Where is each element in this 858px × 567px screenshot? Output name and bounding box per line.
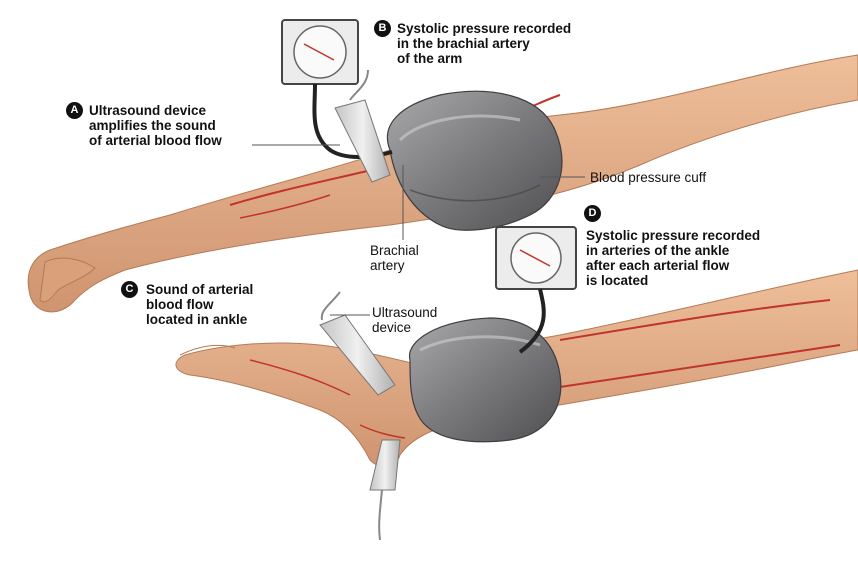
ultrasound-probe-lower: [369, 439, 401, 541]
arm-gauge: [281, 19, 393, 159]
callout-b-text: Systolic pressure recorded in the brachi…: [397, 21, 571, 66]
brachial-line-1: Brachial: [370, 243, 419, 258]
callout-c-line-1: Sound of arterial: [146, 282, 254, 297]
callout-b-line-3: of the arm: [397, 51, 463, 66]
callout-c-badge: C: [121, 281, 138, 298]
callout-d-text: Systolic pressure recorded in arteries o…: [586, 228, 760, 288]
callout-b-line-1: Systolic pressure recorded: [397, 21, 572, 36]
brachial-artery-label: Brachial artery: [370, 243, 419, 273]
brachial-line-2: artery: [370, 258, 405, 273]
callout-a-line-3: of arterial blood flow: [89, 133, 222, 148]
callout-c-line-3: located in ankle: [146, 312, 248, 327]
arm-cuff: [386, 90, 563, 231]
ultrasound-probe-upper: [319, 291, 396, 396]
callout-d-line-3: after each arterial flow: [586, 258, 730, 273]
leader-lines: [252, 144, 585, 316]
callout-d-badge: D: [584, 205, 601, 222]
callout-d-line-2: in arteries of the ankle: [586, 243, 730, 258]
arm-ultrasound-probe: [334, 69, 391, 183]
leg-gauge: [495, 226, 577, 354]
callout-a-line-2: amplifies the sound: [89, 118, 216, 133]
callout-a-badge: A: [66, 102, 83, 119]
callout-d-line-1: Systolic pressure recorded: [586, 228, 761, 243]
ultrasound-line-2: device: [372, 320, 412, 335]
callout-c-text: Sound of arterial blood flow located in …: [146, 282, 253, 327]
cuff-label: Blood pressure cuff: [590, 170, 707, 185]
callout-b-line-2: in the brachial artery: [397, 36, 530, 51]
ultrasound-line-1: Ultrasound: [372, 305, 438, 320]
ultrasound-device-label: Ultrasound device: [372, 305, 437, 335]
callout-a-text: Ultrasound device amplifies the sound of…: [89, 103, 222, 148]
callout-c-line-2: blood flow: [146, 297, 214, 312]
callout-a-line-1: Ultrasound device: [89, 103, 207, 118]
callout-b-badge: B: [374, 20, 391, 37]
callout-d-line-4: is located: [586, 273, 649, 288]
